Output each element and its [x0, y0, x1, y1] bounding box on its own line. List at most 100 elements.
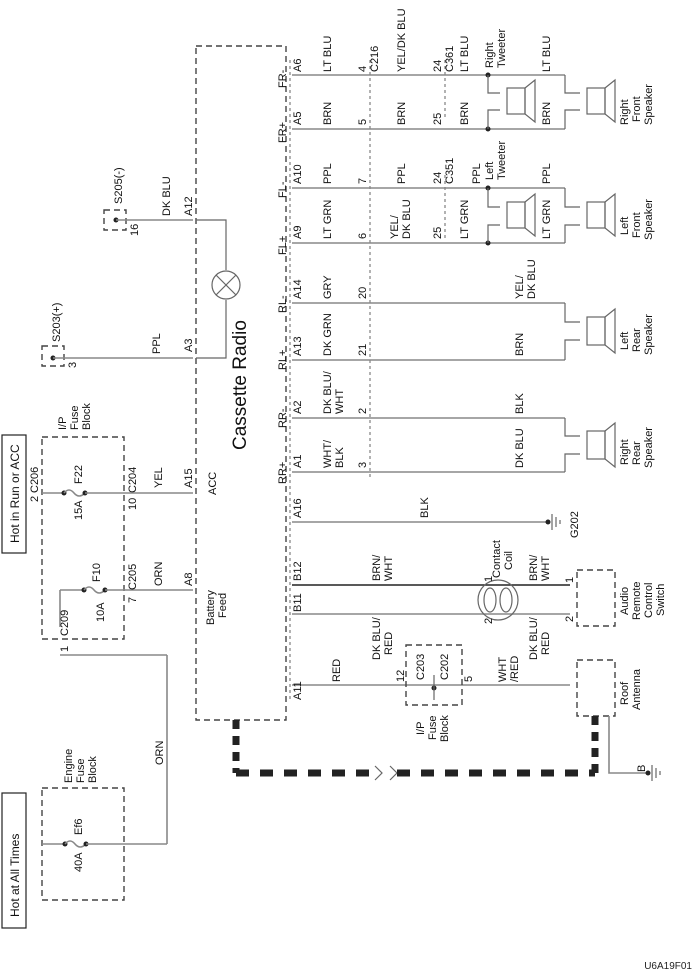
contact-coil-l1: Contact: [491, 540, 503, 578]
wire-ppl: PPL: [322, 163, 334, 184]
wire-blk-ground: BLK: [419, 497, 431, 518]
fuse-f10-rating: 10A: [95, 602, 107, 622]
c216-pin-20: 20: [357, 287, 369, 299]
pin-a16: A16: [292, 498, 304, 518]
left-rear-l2: Rear: [631, 328, 643, 352]
lamp-icon: [211, 270, 241, 300]
right-front-speaker-icon: [564, 75, 616, 129]
c216-pin-2: 2: [357, 408, 369, 414]
func-rl-plus: RL+: [277, 350, 289, 371]
ip-antenna-l3: Block: [439, 715, 451, 742]
switch-l4: Switch: [655, 584, 667, 616]
c216-pin-3: 3: [357, 462, 369, 468]
ip-fuse-line2: Fuse: [69, 406, 81, 430]
pin-a1: A1: [292, 455, 304, 468]
wire-wht-red-2: /RED: [509, 656, 521, 682]
c361-pin-25: 25: [432, 113, 444, 125]
hot-at-all-times-box: [1, 792, 27, 929]
ip-fuse-line1: I/P: [57, 417, 69, 430]
wire-brn-wht-1: BRN/: [371, 554, 383, 581]
roof-antenna-l2: Antenna: [631, 668, 643, 710]
pin-a15: A15: [183, 468, 195, 488]
fuse-ef6-label: Ef6: [73, 818, 85, 835]
right-front-l1: Right: [619, 99, 631, 125]
conn-c209: C209: [59, 610, 71, 636]
hot-run-acc-label: Hot in Run or ACC: [8, 444, 22, 543]
c361-pin-24: 24: [432, 60, 444, 72]
antenna-ground-b: B: [636, 765, 648, 772]
switch-l2: Remote: [631, 581, 643, 620]
c216-pin-21: 21: [357, 344, 369, 356]
fuse-ef6-icon: [64, 840, 87, 848]
func-rl-minus: RL-: [277, 295, 289, 313]
hot-at-all-times-label: Hot at All Times: [8, 834, 22, 917]
fuse-ef6-rating: 40A: [73, 852, 85, 872]
wire-ppl-label: PPL: [151, 333, 163, 354]
left-tweeter-icon: [485, 185, 536, 246]
wire-dkblu-red-2: RED: [383, 632, 395, 655]
c351-pin-24: 24: [432, 172, 444, 184]
wire-wht-red-1: WHT: [497, 657, 509, 682]
pin-c204: 10: [127, 498, 139, 510]
fuse-f22-rating: 15A: [73, 500, 85, 520]
wire-gry: GRY: [322, 275, 334, 299]
wire-ppl-4: PPL: [541, 163, 553, 184]
wire-brn-wht-2: WHT: [383, 556, 395, 581]
wire-brn-3: BRN: [459, 102, 471, 125]
left-tweeter-line1: Left: [484, 162, 496, 180]
pin-a8: A8: [183, 573, 195, 586]
ip-antenna-l1: I/P: [415, 722, 427, 735]
splice-s205-pin: 16: [129, 224, 141, 236]
conn-c204: C204: [127, 467, 139, 493]
roof-antenna-l1: Roof: [619, 681, 631, 705]
cassette-radio-title: Cassette Radio: [230, 320, 251, 450]
pin-a9: A9: [292, 226, 304, 239]
fuse-f22-label: F22: [73, 465, 85, 484]
wire-brn: BRN: [322, 102, 334, 125]
wire-ltblu-3: LT BLU: [459, 36, 471, 72]
c203-label: C203: [415, 654, 427, 680]
right-rear-speaker-icon: [564, 418, 616, 472]
ip-fuse-line3: Block: [81, 403, 93, 430]
fuse-f22-icon: [63, 489, 86, 497]
battery-feed-line1: Battery: [205, 590, 217, 625]
right-tweeter-line1: Right: [484, 42, 496, 68]
right-rear-l3: Speaker: [643, 427, 655, 468]
engine-fuse-block-line1: Engine: [63, 749, 75, 783]
c216-pin-4: 4: [357, 66, 369, 72]
splice-s203: [41, 345, 65, 367]
conn-c205: C205: [127, 564, 139, 590]
switch-pin-2: 2: [564, 616, 576, 622]
func-fl-minus: FL-: [277, 181, 289, 198]
wire-dkblu-rr: DK BLU: [514, 428, 526, 468]
right-rear-l2: Rear: [631, 441, 643, 465]
right-rear-l1: Right: [619, 439, 631, 465]
c216-label: C216: [369, 46, 381, 72]
wire-wht-blk-1: WHT/: [322, 439, 334, 468]
pin-a12: A12: [183, 196, 195, 216]
coil-pin-2: 2: [483, 618, 495, 624]
wire-ltblu: LT BLU: [322, 36, 334, 72]
right-front-l2: Front: [631, 96, 643, 122]
pin-a14: A14: [292, 279, 304, 299]
splice-s205-label: S205(-): [113, 167, 125, 204]
wire-brn-4: BRN: [541, 102, 553, 125]
antenna-ground-wire: [608, 716, 648, 774]
wire-yel-dkblu-fl-1: YEL/: [389, 214, 401, 239]
wire-yel-dkblu-rl-2: DK BLU: [526, 259, 538, 299]
wire-brn-rl: BRN: [514, 333, 526, 356]
wire-ltgrn-4: LT GRN: [541, 200, 553, 239]
ip-fuse-block-antenna: [405, 644, 463, 706]
wire-wht-blk-2: BLK: [334, 447, 346, 468]
roof-antenna: [576, 659, 616, 717]
c351-pin-25: 25: [432, 227, 444, 239]
wire-yel-label: YEL: [153, 467, 165, 488]
wire-dkblu-red-3: DK BLU/: [528, 616, 540, 660]
engine-fuse-block-line2: Fuse: [75, 759, 87, 783]
switch-l3: Control: [643, 583, 655, 618]
switch-l1: Audio: [619, 587, 631, 615]
pin-b11: B11: [292, 593, 304, 612]
cassette-radio-box: [195, 45, 287, 721]
wire-brn-wht-4: WHT: [540, 556, 552, 581]
c203-pin: 12: [395, 670, 407, 682]
